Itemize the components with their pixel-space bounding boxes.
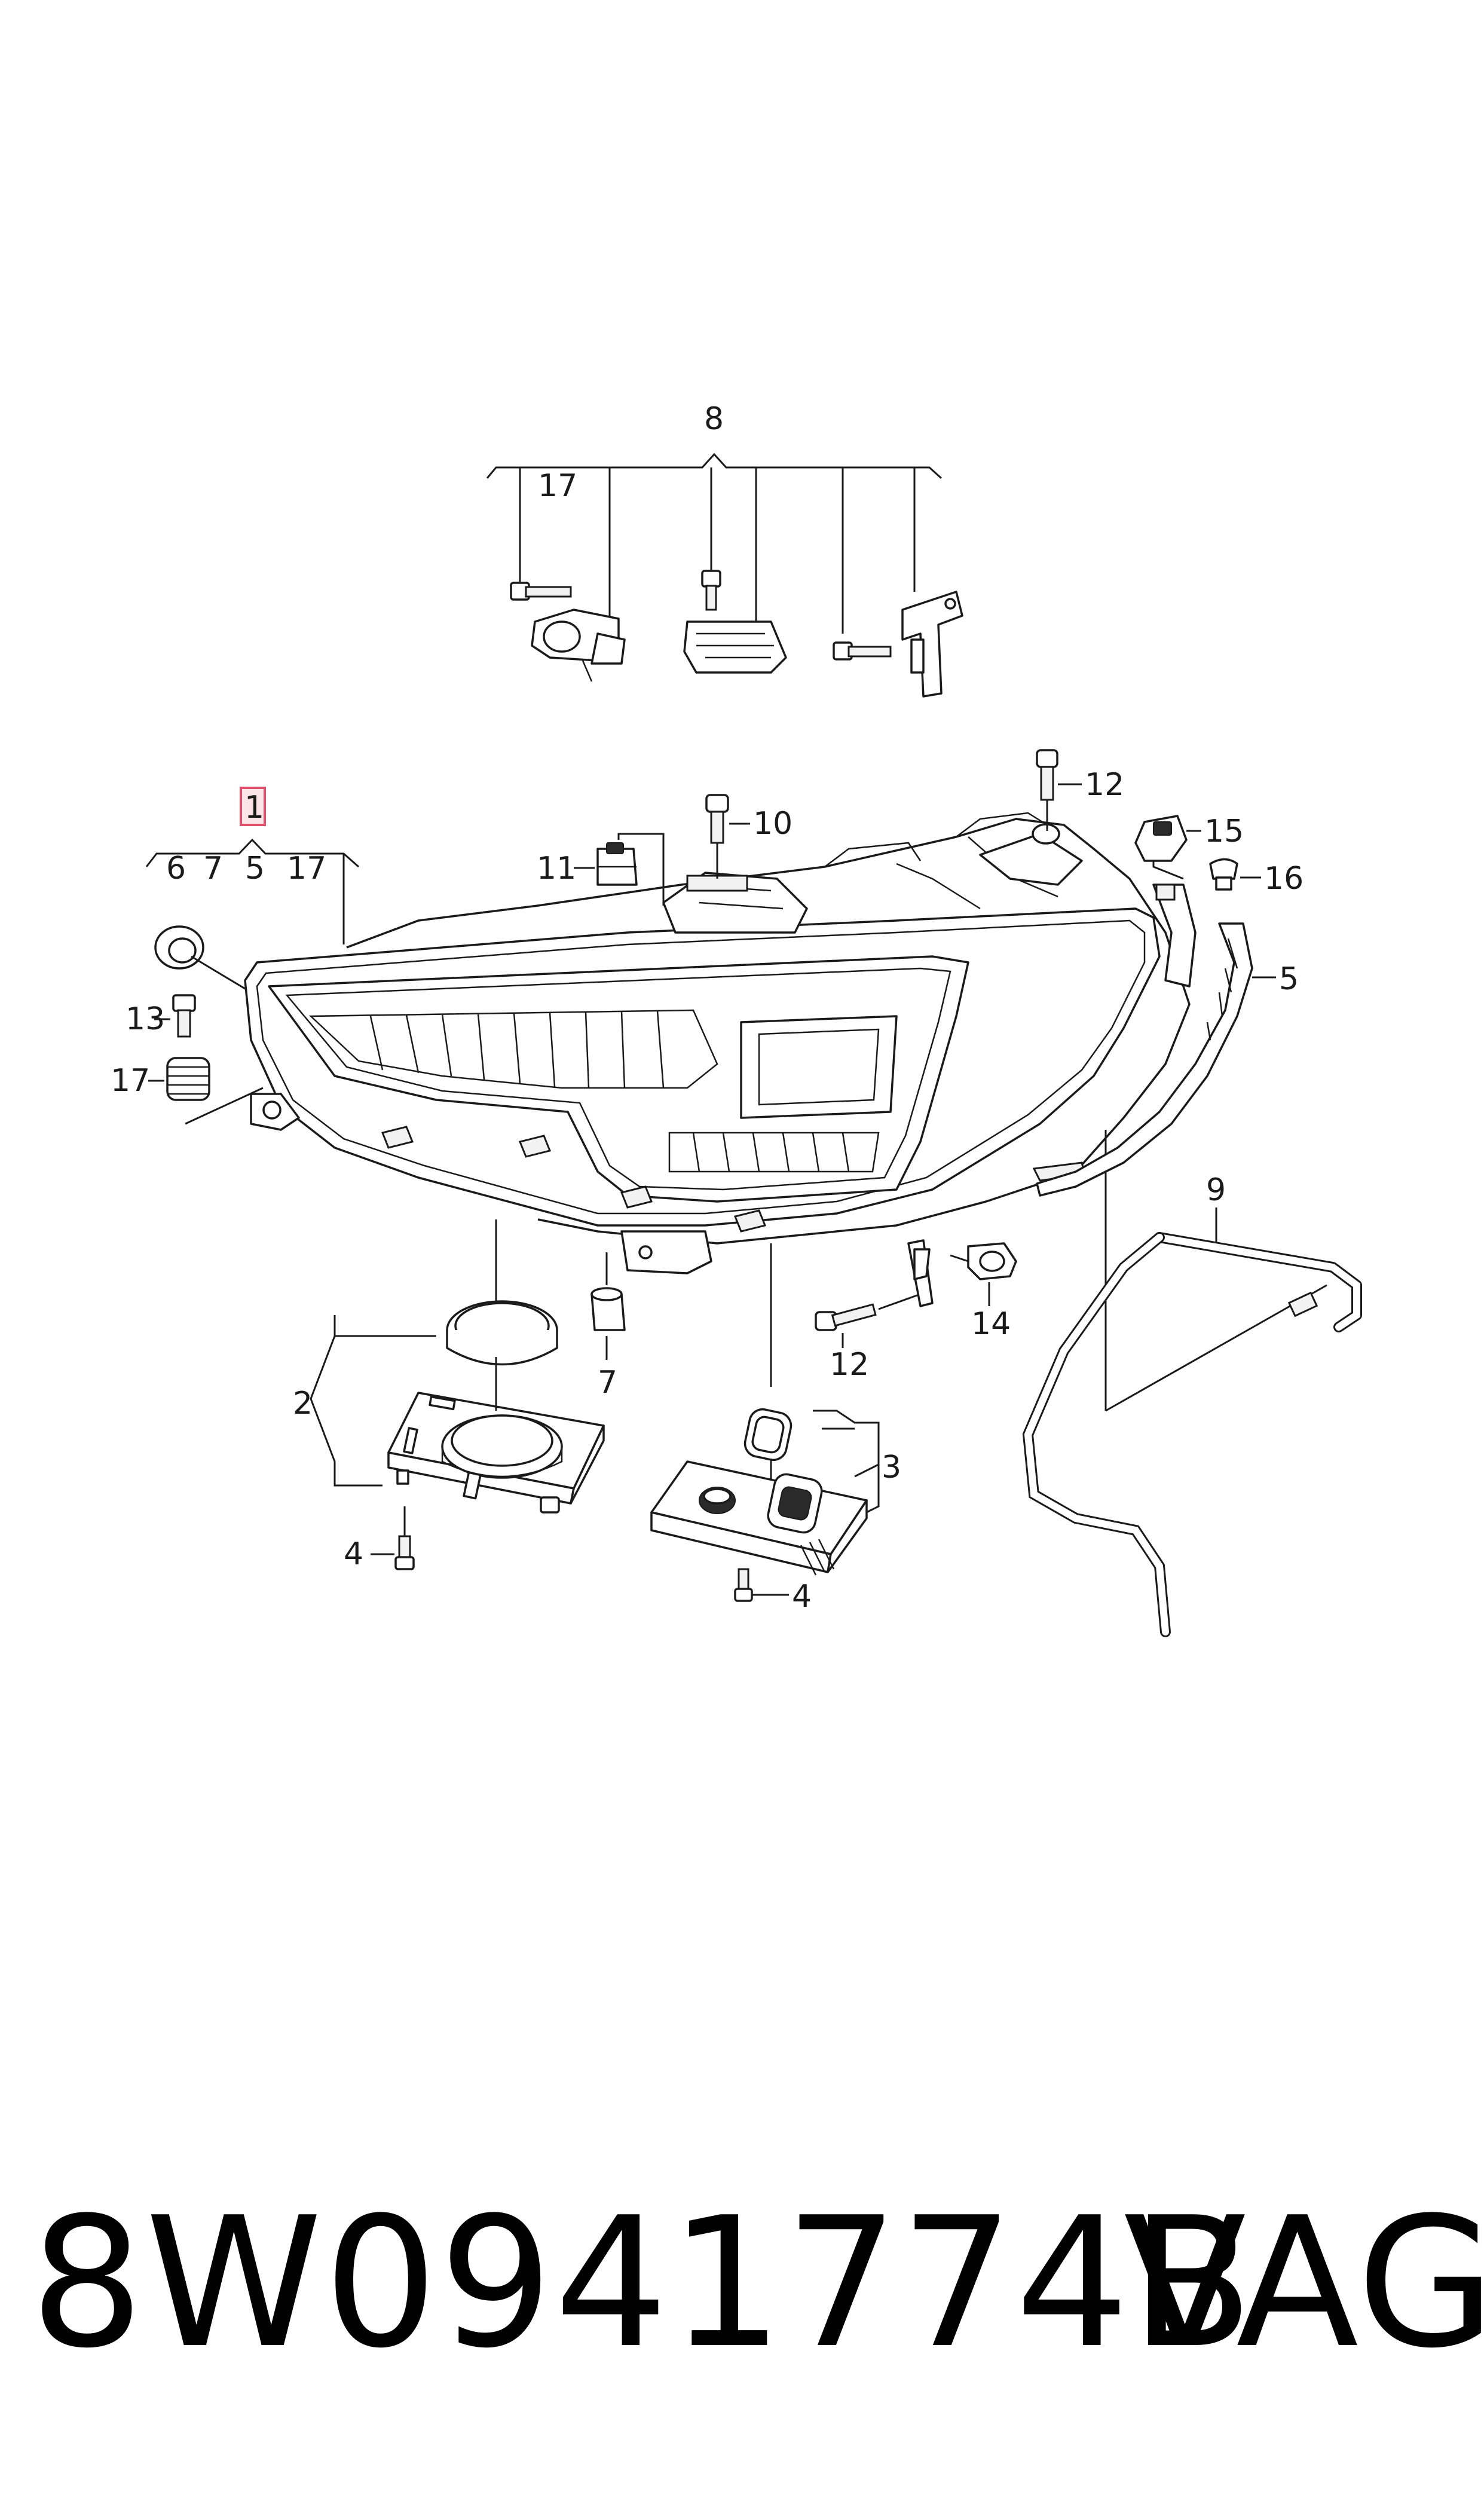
screw-part-10: 10 [705, 794, 793, 879]
screw-part-4-right: 4 [734, 1568, 812, 1615]
clamp-bracket-left [531, 609, 626, 682]
screw-part-4-left: 4 [344, 1506, 415, 1572]
mounting-plate-bracket [683, 620, 787, 674]
screw-part-13: 13 [126, 994, 196, 1038]
bushing-part-7: 7 [590, 1252, 626, 1401]
callout-7-top: 7 [203, 851, 223, 886]
led-reflector-array [308, 1009, 880, 1173]
callout-9: 9 [1206, 1172, 1226, 1208]
callout-4-right: 4 [792, 1579, 812, 1615]
screw-part-right [833, 641, 892, 661]
bracket-group-8: 8 17 [486, 401, 963, 698]
projector-lens [740, 1015, 898, 1119]
control-unit-part-3: 3 [650, 1408, 901, 1576]
clip-nut-part-11: 11 [537, 833, 665, 906]
callout-5-right: 5 [1279, 961, 1299, 997]
callout-5-top: 5 [245, 851, 265, 886]
callout-11: 11 [537, 851, 576, 886]
callout-7-bottom: 7 [598, 1365, 617, 1401]
callout-14: 14 [971, 1306, 1011, 1342]
vent-hose-part-9: 9 [1022, 1172, 1362, 1637]
led-module-part-2: 2 [293, 1300, 605, 1514]
plug-cap-part-16: 16 [1209, 858, 1304, 897]
callout-17-left: 17 [111, 1063, 150, 1099]
callout-1: 1 [244, 790, 264, 826]
callout-6: 6 [166, 851, 186, 886]
callout-2: 2 [293, 1386, 313, 1421]
callout-10: 10 [753, 806, 793, 842]
spring-clip-part-15: 15 [1134, 814, 1244, 880]
screw-part-middle [701, 570, 721, 611]
screw-part-17 [510, 582, 572, 601]
exploded-parts-diagram: 8 17 [111, 401, 1362, 1637]
part-number-footer: 8W0941774B VAG [30, 2176, 1484, 2391]
callout-17-top: 17 [538, 468, 577, 504]
threaded-nut-part-17: 17 [111, 1057, 264, 1125]
trim-strip-part-5: 5 [1036, 922, 1299, 1197]
assembly-group-1: 1 6 7 5 17 [145, 787, 359, 944]
screw-part-12-top: 12 [1036, 749, 1124, 831]
headlight-housing [244, 812, 1197, 1274]
brand-name: VAG [1124, 2179, 1484, 2387]
callout-12-top: 12 [1085, 767, 1124, 803]
angle-bracket-right [901, 591, 963, 698]
part-number: 8W0941774B [30, 2179, 1255, 2387]
cover-cap-part-6 [154, 925, 252, 993]
callout-8: 8 [704, 401, 724, 437]
callout-16: 16 [1264, 861, 1304, 897]
callout-3: 3 [882, 1450, 901, 1485]
callout-12-bottom: 12 [830, 1347, 869, 1383]
bulb-socket-part-14: 14 [950, 1242, 1017, 1342]
highlight-callout-1 [240, 787, 266, 826]
callout-4-left: 4 [344, 1536, 363, 1572]
callout-17-assembly: 17 [287, 851, 326, 886]
screw-part-12-bottom: 12 [815, 1293, 921, 1383]
callout-15: 15 [1204, 814, 1244, 849]
